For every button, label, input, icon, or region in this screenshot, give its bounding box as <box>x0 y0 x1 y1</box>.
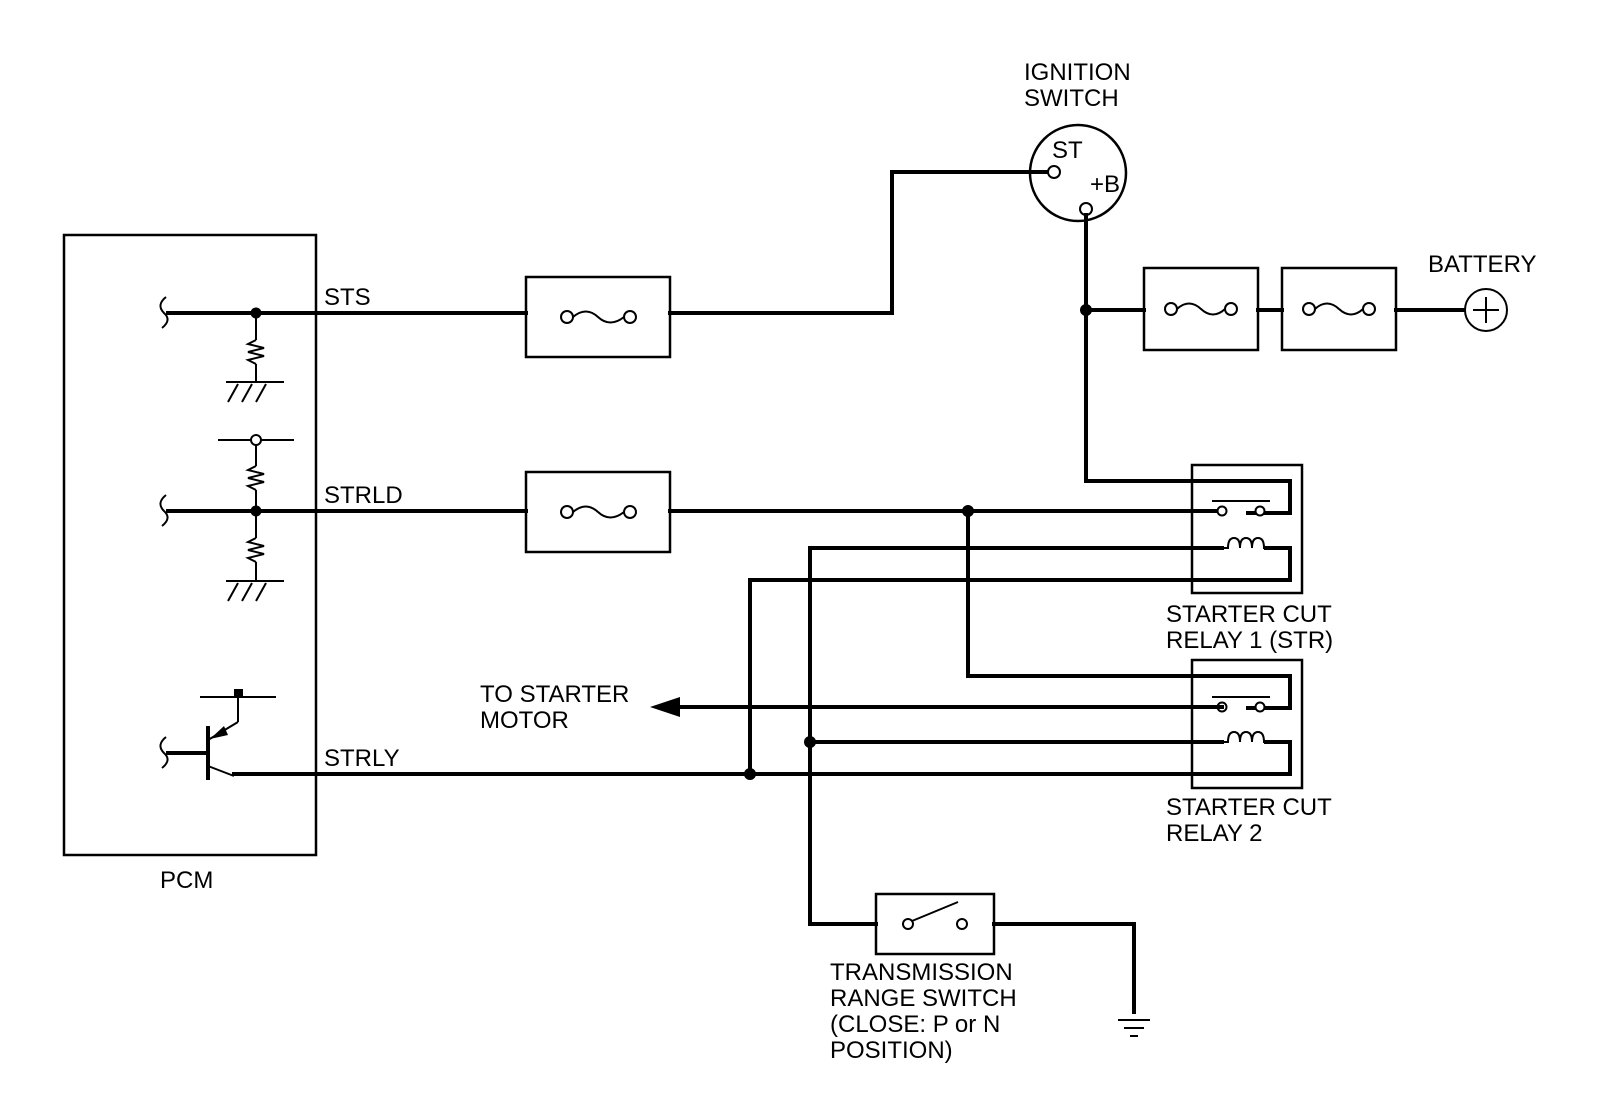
resistor-icon <box>245 511 265 581</box>
relay1-coil-wire <box>808 546 1224 926</box>
pcm-label: PCM <box>160 867 213 894</box>
resistor-icon <box>245 313 265 382</box>
relay1-coil-wire <box>748 546 1292 776</box>
relay1-label-line1: STARTER CUT <box>1166 601 1332 628</box>
fuse-icon <box>1142 266 1260 352</box>
battery-positive-icon <box>1464 288 1508 332</box>
trs-label-line2: RANGE SWITCH <box>830 985 1017 1012</box>
strld-internal-circuit <box>159 434 294 602</box>
ignition-switch-label-line2: SWITCH <box>1024 85 1119 112</box>
switch-icon <box>902 901 968 930</box>
transmission-range-switch: TRANSMISSION RANGE SWITCH (CLOSE: P or N… <box>808 892 1150 1064</box>
relay1-supply-wire <box>1084 308 1292 515</box>
starter-motor-label-line1: TO STARTER <box>480 681 629 708</box>
strly-label: STRLY <box>324 745 400 772</box>
relay2-box <box>1190 658 1304 790</box>
ground-icon <box>1118 1019 1150 1037</box>
battery: BATTERY <box>1428 251 1536 332</box>
starter-motor-label-line2: MOTOR <box>480 707 569 734</box>
fuse-icon <box>524 470 672 554</box>
wire-break-icon <box>159 736 169 769</box>
terminal-st-label: ST <box>1052 137 1083 164</box>
wire-break-icon <box>159 296 169 329</box>
ground-icon <box>226 580 284 602</box>
transistor-icon <box>159 689 276 780</box>
fuse-icon <box>1280 266 1398 352</box>
ground-icon <box>226 381 284 403</box>
relay2-supply-wire <box>966 509 1292 710</box>
pcm-box <box>62 233 318 857</box>
wire-break-icon <box>159 494 169 527</box>
trs-label-line3: (CLOSE: P or N <box>830 1011 1000 1038</box>
terminal <box>250 434 262 446</box>
ignition-switch-label-line1: IGNITION <box>1024 59 1131 86</box>
junction-dot <box>744 768 756 780</box>
resistor-icon <box>245 445 265 511</box>
trs-label-line4: POSITION) <box>830 1037 953 1064</box>
starter-cut-relay-1: STARTER CUT RELAY 1 (STR) <box>748 463 1333 926</box>
trs-box <box>874 892 996 956</box>
relay2-label-line1: STARTER CUT <box>1166 794 1332 821</box>
relay-contact-icon <box>1212 500 1270 517</box>
ignition-switch: IGNITION SWITCH ST +B <box>1024 59 1131 223</box>
starter-cut-relay-2: STARTER CUT RELAY 2 <box>748 658 1332 847</box>
strld-label: STRLD <box>324 482 403 509</box>
relay1-label-line2: RELAY 1 (STR) <box>1166 627 1333 654</box>
relay1-box <box>1190 463 1304 595</box>
trs-label-line1: TRANSMISSION <box>830 959 1013 986</box>
junction-dot <box>804 736 816 748</box>
coil-icon <box>1222 730 1266 743</box>
sts-wire <box>166 170 1050 315</box>
relay-contact-icon <box>1212 696 1270 713</box>
relay2-coil-wire <box>748 740 1292 776</box>
coil-icon <box>1222 536 1266 549</box>
terminal-b-label: +B <box>1090 171 1120 198</box>
sts-label: STS <box>324 284 371 311</box>
starter-motor-output: TO STARTER MOTOR <box>480 681 1224 734</box>
terminal-st <box>1047 165 1061 179</box>
fuse-icon <box>524 275 672 359</box>
battery-label: BATTERY <box>1428 251 1536 278</box>
relay2-label-line2: RELAY 2 <box>1166 820 1263 847</box>
pcm-module: PCM <box>62 233 318 894</box>
arrow-left-icon <box>650 697 680 717</box>
ignition-switch-body <box>1028 123 1128 223</box>
